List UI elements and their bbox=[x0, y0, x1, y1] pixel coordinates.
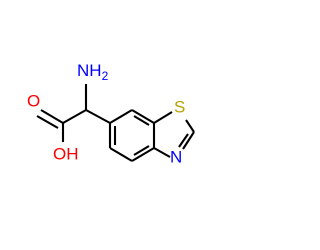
bond-thiazole-c2-n bbox=[182, 131, 195, 150]
bond-carbonyl-1 bbox=[40, 109, 64, 124]
bond-carbonyl-2 bbox=[36, 115, 59, 129]
bond-thiazole-n-c bbox=[153, 147, 171, 158]
molecule-canvas: NH2 O OH S N bbox=[27, 61, 195, 167]
atom-labels: NH2 O OH S N bbox=[27, 61, 185, 166]
molecule-structure: NH2 O OH S N bbox=[27, 61, 195, 166]
bond-ring-inner-1 bbox=[133, 115, 150, 126]
hydroxyl-label: OH bbox=[53, 144, 79, 163]
bond-ring-inner-2 bbox=[133, 145, 150, 156]
amine-symbol: NH bbox=[77, 61, 102, 80]
bond-thiazole-c2-n-double bbox=[178, 133, 189, 148]
bonds bbox=[36, 84, 195, 162]
bond-thiazole-s-c2 bbox=[185, 119, 195, 133]
bond-alpha-ring bbox=[85, 109, 111, 124]
bond-ring-5 bbox=[109, 147, 133, 162]
amine-label: NH2 bbox=[77, 61, 109, 83]
bond-ring-2 bbox=[131, 109, 155, 124]
bond-alpha-carboxyl bbox=[62, 109, 87, 124]
carbonyl-oxygen-label: O bbox=[27, 91, 40, 110]
sulfur-label: S bbox=[174, 97, 185, 116]
nitrogen-label: N bbox=[170, 147, 182, 166]
bond-thiazole-cs bbox=[153, 111, 173, 124]
bond-ring-4 bbox=[131, 147, 155, 162]
amine-subscript: 2 bbox=[102, 69, 109, 83]
bond-ring-1 bbox=[109, 109, 133, 124]
